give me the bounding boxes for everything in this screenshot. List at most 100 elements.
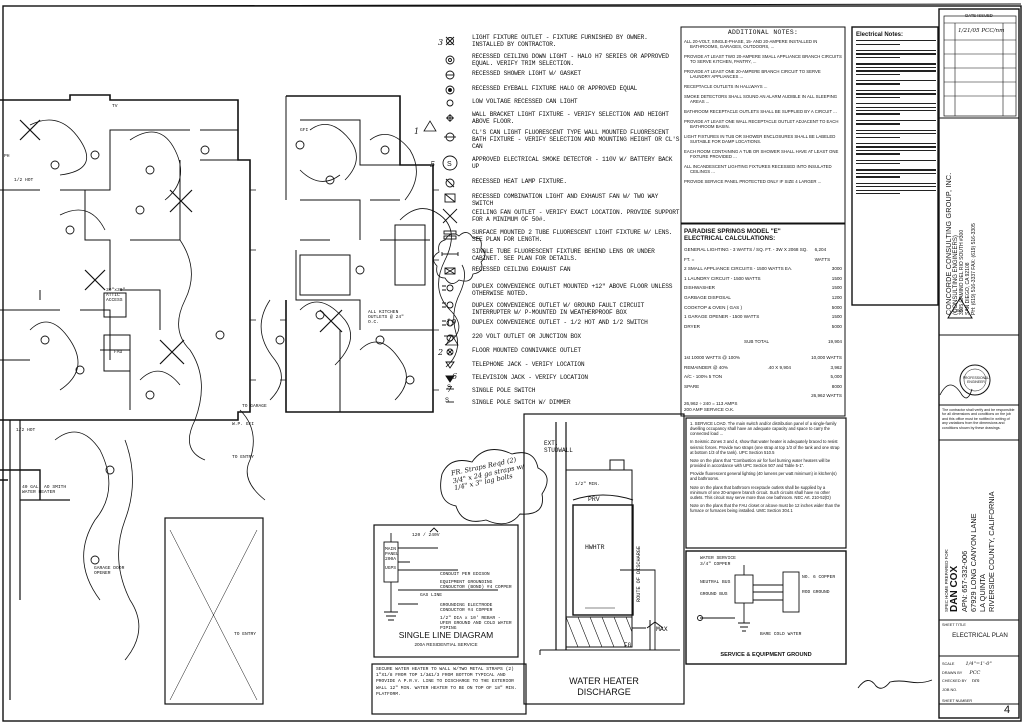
legend-item-text: SINGLE TUBE FLUORESCENT FIXTURE BEHIND L… [472, 248, 655, 263]
tb-disclaimer: The contractor shall verify and be respo… [942, 408, 1015, 430]
tb-client: DAN COX [949, 565, 960, 612]
calc-row: COOKTOP & OVEN ( GAS )5000 [684, 303, 842, 313]
calc-row-label: REMAINDER @ 40% [684, 364, 728, 370]
svc-label-no6-copper: NO. 6 COPPER [802, 575, 836, 580]
electrical-note-line [856, 106, 936, 108]
sld-ugps: UGPS [385, 566, 397, 571]
tb-county: RIVERSIDE COUNTY, CALIFORNIA [987, 491, 996, 612]
tb-firm-block: CONCORDE CONSULTING GROUP, INC. (CONSULT… [944, 125, 977, 315]
legend-item-text: RECESSED SHOWER LIGHT W/ GASKET [472, 70, 581, 77]
electrical-note-line [856, 169, 936, 171]
wh-max: MAX [656, 626, 668, 633]
tb-info: SCALE 1/4"=1'-0" DRAWN BY PCC CHECKED BY… [942, 660, 1018, 694]
service-note-item: Note on the plans that bathroom receptac… [690, 484, 831, 500]
legend-item: FLOOR MOUNTED CONNIVANCE OUTLET [472, 347, 682, 354]
calc-row: GENERAL LIGHTING - 3 WATTS / SQ. FT. - 3… [684, 245, 842, 264]
wh-title-line1: WATER HEATER [569, 676, 639, 686]
calc-row-value: 8000 [831, 383, 842, 389]
sld-rebar: 1/2" DIA x 10' REBAR - UFER GROUND AND C… [440, 616, 512, 631]
calc-row-value: 1500 [831, 314, 842, 320]
sheet-border [2, 5, 1022, 722]
tb-sheet-number: 4 [1004, 704, 1011, 716]
legend-item: TELEVISION JACK - VERIFY LOCATION [472, 374, 682, 381]
label-to-entry-2: TO ENTRY [234, 632, 257, 637]
service-note-item: In Seismic Zones 3 and 4, show that wate… [690, 439, 840, 455]
additional-note-item: PROVIDE AT LEAST TWO 20-AMPERE SMALL APP… [684, 54, 842, 65]
label-fau: FAU [114, 350, 123, 355]
tb-sheet-title-label: SHEET TITLE [942, 623, 966, 627]
label-wp-gfi: W.P. GFI [232, 422, 255, 427]
sld-subtitle: 200A RESIDENTIAL SERVICE [414, 642, 478, 647]
electrical-notes: Electrical Notes: [856, 32, 936, 199]
sld-main-panel: MAIN PANEL 200A [385, 547, 399, 562]
tb-address: 67929 LONG CANYON LANE [969, 513, 978, 612]
legend-item-text: TELEVISION JACK - VERIFY LOCATION [472, 374, 588, 381]
calc-row-label: GARBAGE DISPOSAL [684, 294, 731, 300]
calc-row-value: 3000 [831, 266, 842, 272]
electrical-note-line [856, 96, 900, 99]
legend-item-text: 220 VOLT OUTLET OR JUNCTION BOX [472, 333, 581, 340]
additional-note-item: SMOKE DETECTORS SHALL SOUND AN ALARM AUD… [684, 93, 838, 104]
calc-row-label: 1 GARAGE OPENER - 1500 WATTS [684, 314, 760, 320]
legend-item: LOW VOLTAGE RECESSED CAN LIGHT [472, 98, 682, 105]
label-water-heater: 40 GAL. AO SMITH WATER HEATER [22, 485, 67, 495]
calc-row-value: 1500 [831, 285, 842, 291]
calc-row-label: 2 SMALL APPLIANCE CIRCUITS - 1500 WATTS … [684, 266, 793, 272]
additional-note-item: EACH ROOM CONTAINING A TUB OR SHOWER SHA… [684, 148, 839, 159]
electrical-note-line [856, 73, 900, 75]
legend-symbols: S S S [441, 36, 459, 404]
electrical-note-item [856, 119, 936, 125]
legend-item: SINGLE TUBE FLUORESCENT FIXTURE BEHIND L… [472, 248, 682, 262]
mark-1: 1 [414, 127, 420, 136]
electrical-note-line [856, 123, 900, 125]
electrical-note-line [856, 63, 936, 65]
additional-note-item: BATHROOM RECEPTACLE OUTLETS SHALL BE SUP… [684, 108, 837, 114]
legend-item: WALL BRACKET LIGHT FIXTURE - VERIFY SELE… [472, 111, 682, 125]
electrical-calculations: PARADISE SPRINGS MODEL "E" ELECTRICAL CA… [684, 228, 842, 413]
legend-item-text: DUPLEX CONVENIENCE OUTLET W/ GROUND FAUL… [472, 302, 645, 317]
calc-row-value: 5000 [831, 304, 842, 310]
service-notes: 1. SERVICE LOAD. The main switch and/or … [690, 421, 842, 517]
tb-drawn: PCC [969, 669, 981, 676]
service-diagram-title: SERVICE & EQUIPMENT GROUND [720, 652, 812, 658]
additional-notes-title: ADDITIONAL NOTES: [727, 29, 799, 36]
legend-item: DUPLEX CONVENIENCE OUTLET W/ GROUND FAUL… [472, 302, 682, 316]
floor-plan [0, 94, 486, 705]
electrical-note-item [856, 49, 936, 59]
electrical-note-line [856, 153, 900, 155]
calc-row: 1 GARAGE OPENER - 1500 WATTS 1500 [684, 312, 842, 322]
calc-row: 26,962 WATTS [684, 391, 842, 401]
tb-project-block: SPEC HOME PREPARED FOR: DAN COX APN: 657… [944, 442, 996, 612]
sld-conduit: CONDUIT PER EDISON [440, 572, 490, 577]
strap-note: SECURE WATER HEATER TO WALL W/TWO METAL … [376, 667, 517, 697]
legend-item-text: DUPLEX CONVENIENCE OUTLET MOUNTED +12" A… [472, 283, 673, 298]
tb-scale: 1/4"=1'-0" [965, 661, 992, 667]
tb-sheet-title: ELECTRICAL PLAN [952, 632, 1008, 639]
additional-notes-frame [680, 26, 846, 224]
calc-row-mid: .40 X 9,904 [767, 364, 791, 370]
legend-item: RECESSED CEILING EXHAUST FAN [472, 266, 682, 273]
tb-apn: APN: 657-332-006 [960, 550, 969, 612]
calc-subtitle: ELECTRICAL CALCULATIONS: [684, 235, 776, 242]
tb-city: LA QUINTA [978, 573, 987, 612]
electrical-note-line [856, 133, 936, 135]
calc-row-value: 26,962 WATTS [811, 393, 842, 399]
sld-voltage: 120 / 240V [412, 533, 440, 538]
additional-note-item: ALL 20-VOLT, SINGLE-PHASE, 15- AND 20-AM… [684, 39, 818, 50]
label-ph: PH [4, 154, 10, 159]
calc-row-value: 5,000 [830, 374, 843, 380]
label-half-hot: 1/2 HOT [14, 178, 34, 183]
calc-row-label: A/C - 100% 5 TON [684, 374, 723, 380]
label-half-hot-2: 1/2 HOT [16, 428, 36, 433]
title-block-frame [938, 8, 1020, 719]
calc-row-value: 1500 [831, 275, 842, 281]
electrical-note-line [856, 129, 936, 131]
legend-item: RECESSED HEAT LAMP FIXTURE. [472, 178, 682, 185]
electrical-note-line [856, 89, 936, 92]
legend-item: TELEPHONE JACK - VERIFY LOCATION [472, 361, 682, 368]
svc-label-cold-water: BARE COLD WATER [760, 632, 802, 637]
sld-ground-electrode: GROUNDING ELECTRODE CONDUCTOR #4 COPPER [440, 603, 493, 613]
